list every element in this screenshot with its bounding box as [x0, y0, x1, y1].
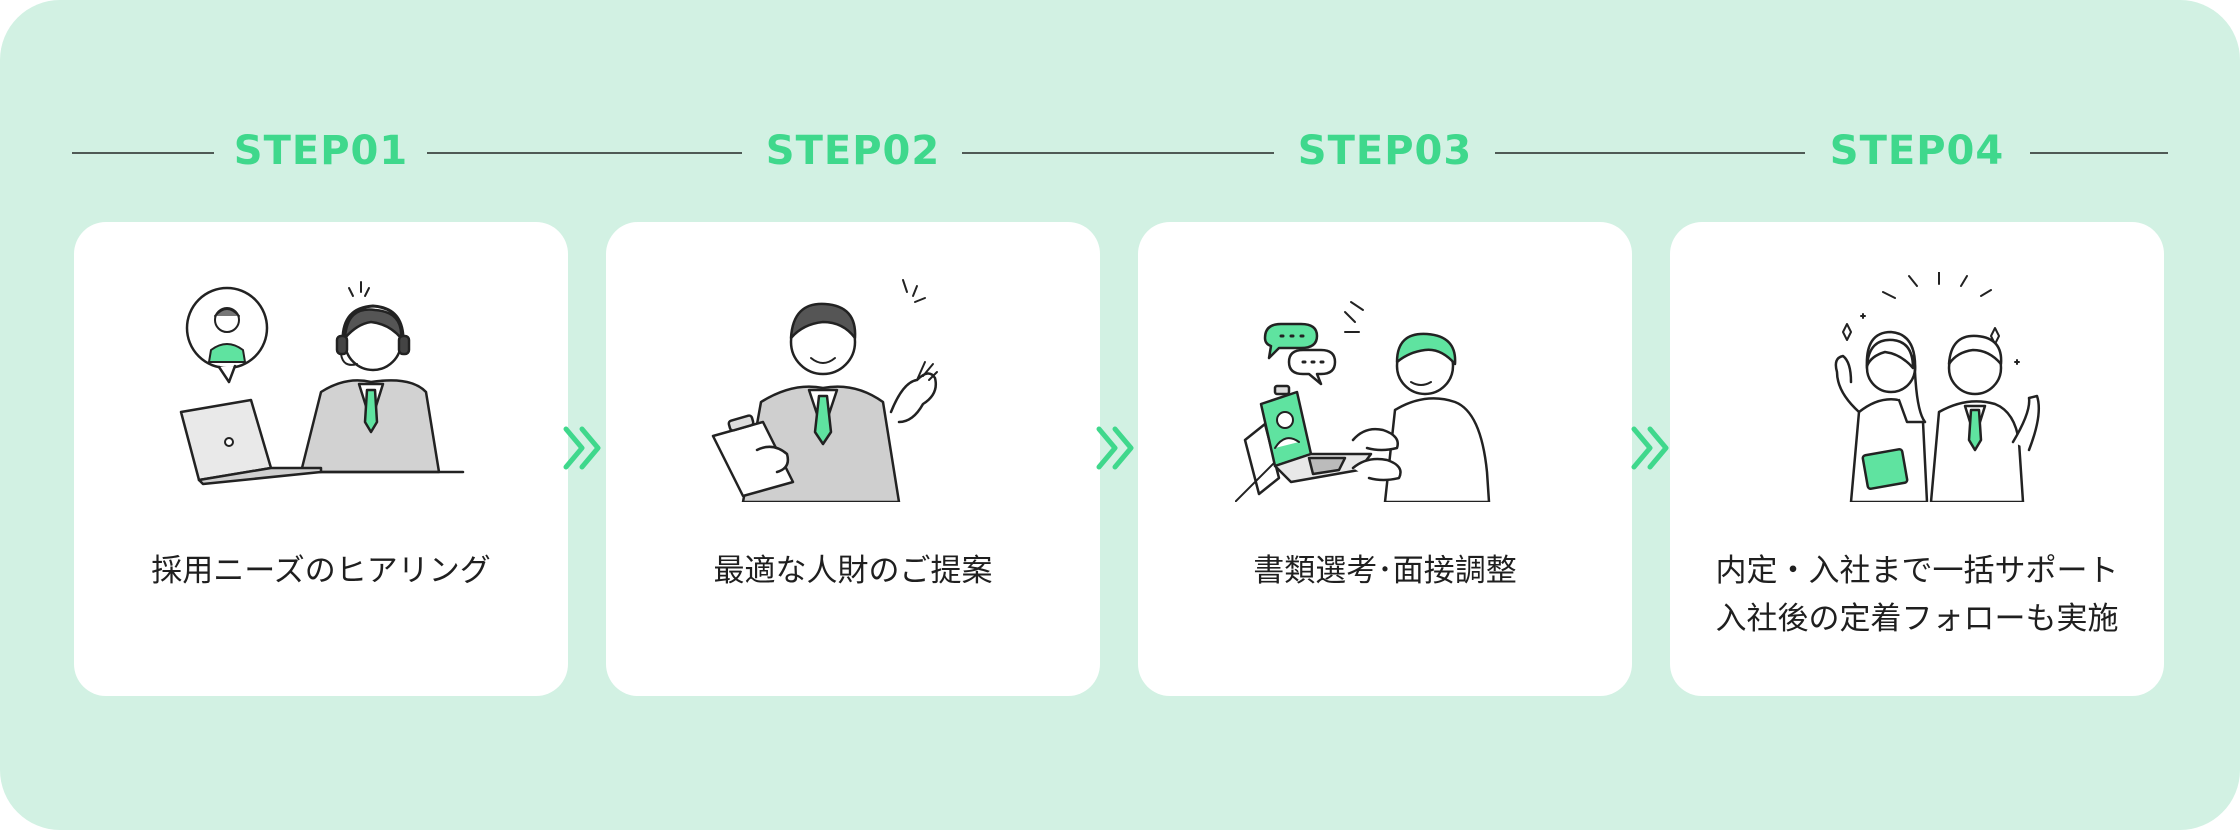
step-label-1: STEP01	[233, 128, 409, 174]
celebrating-couple-icon	[1834, 272, 2040, 502]
consultant-headset-laptop-icon	[179, 281, 465, 486]
step-card-1: 採用ニーズのヒアリング	[74, 222, 568, 696]
double-chevron-right-icon	[563, 426, 601, 470]
step-card-4: 内定・入社まで一括サポート 入社後の定着フォローも実施	[1670, 222, 2164, 696]
caption-line: 採用ニーズのヒアリング	[151, 553, 491, 589]
step-label-4: STEP04	[1829, 128, 2005, 174]
caption-line: 内定・入社まで一括サポート	[1715, 553, 2119, 589]
timeline-line	[2030, 152, 2168, 154]
video-interview-icon	[1235, 301, 1491, 502]
timeline-line	[72, 152, 214, 154]
step-caption-4: 内定・入社まで一括サポート 入社後の定着フォローも実施	[1670, 547, 2164, 643]
step-card-3: 書類選考･面接調整	[1138, 222, 1632, 696]
double-chevron-right-icon	[1096, 426, 1134, 470]
step-card-2: 最適な人財のご提案	[606, 222, 1100, 696]
caption-line: 最適な人財のご提案	[713, 553, 993, 589]
timeline-line	[1495, 152, 1805, 154]
step-caption-1: 採用ニーズのヒアリング	[74, 547, 568, 595]
double-chevron-right-icon	[1631, 426, 1669, 470]
caption-line: 入社後の定着フォローも実施	[1715, 601, 2119, 637]
timeline-line	[962, 152, 1274, 154]
timeline-line	[427, 152, 742, 154]
step-label-3: STEP03	[1297, 128, 1473, 174]
presenter-clipboard-icon	[711, 279, 938, 502]
step-caption-3: 書類選考･面接調整	[1138, 547, 1632, 595]
step-label-2: STEP02	[765, 128, 941, 174]
step-caption-2: 最適な人財のご提案	[606, 547, 1100, 595]
caption-line: 書類選考･面接調整	[1253, 553, 1517, 589]
